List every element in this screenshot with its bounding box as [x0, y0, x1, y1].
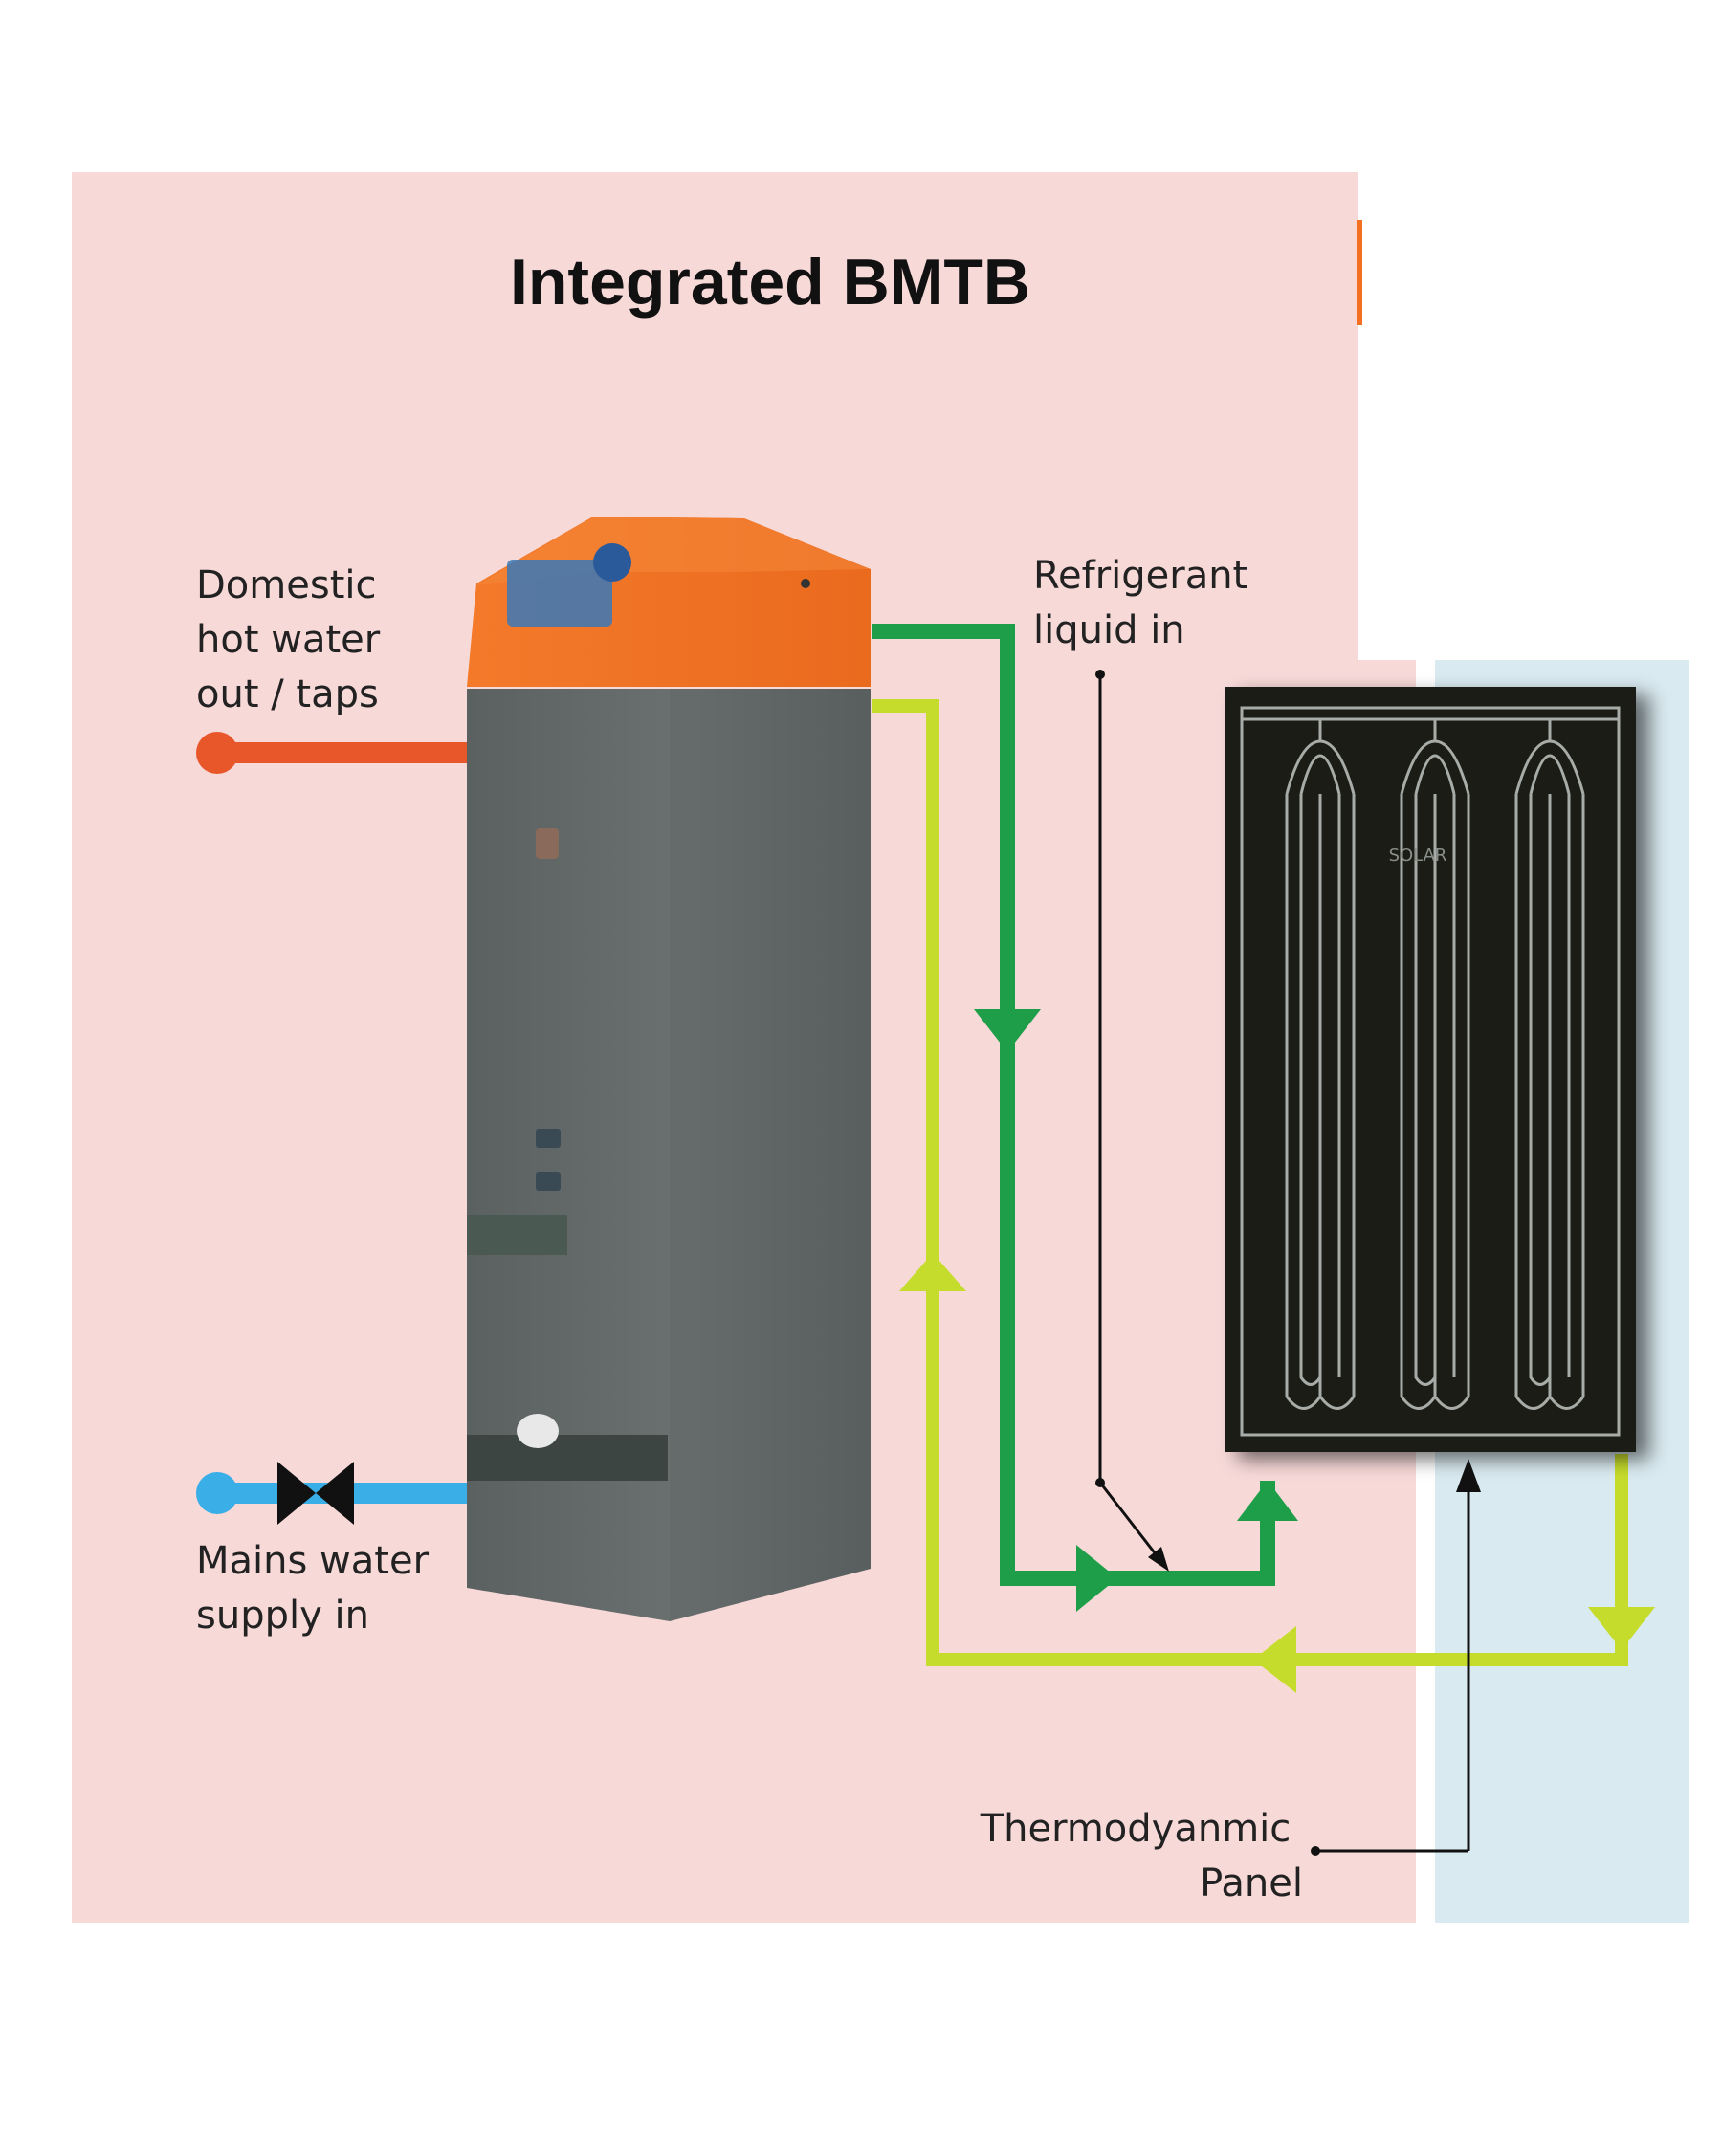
- return-loop: [872, 699, 1628, 1666]
- tank-logo: [507, 560, 612, 627]
- refrigerant-arrows: [974, 1009, 1298, 1612]
- panel-label: Thermodyanmic Panel: [980, 1807, 1303, 1905]
- hot-water-label: Domestic hot water out / taps: [196, 563, 392, 716]
- leader-arrowhead: [1456, 1459, 1481, 1492]
- refrigerant-label: Refrigerant liquid in: [1033, 554, 1260, 652]
- mains-water-label: Mains water supply in: [196, 1539, 441, 1638]
- refrigerant-up-arrow: [1237, 1481, 1298, 1521]
- page-title: Integrated BMTB: [510, 246, 1030, 319]
- valve-icon: [277, 1462, 354, 1525]
- hot-water-tank: [467, 517, 871, 1621]
- refrigerant-right-arrow: [1076, 1545, 1117, 1612]
- thermodynamic-panel: [1225, 687, 1636, 1452]
- return-arrows: [899, 1253, 1655, 1693]
- panel-leader: [1315, 1473, 1470, 1853]
- orange-edge-mark: [1357, 220, 1362, 325]
- leader-dot: [1095, 1478, 1105, 1487]
- refrigerant-leader: [1098, 674, 1161, 1560]
- leader-dot: [1311, 1846, 1320, 1856]
- panel-channels: [1240, 706, 1621, 1437]
- return-down-arrow: [1588, 1607, 1655, 1650]
- leader-arrowhead: [1148, 1547, 1169, 1572]
- return-left-arrow: [1253, 1626, 1296, 1693]
- refrigerant-down-arrow: [974, 1009, 1041, 1052]
- tank-gauge-icon: [593, 543, 631, 582]
- panel-badge: SOLAR: [1389, 846, 1447, 866]
- leader-dot: [1095, 670, 1105, 679]
- return-up-arrow: [899, 1253, 966, 1291]
- refrigerant-loop: [872, 624, 1275, 1586]
